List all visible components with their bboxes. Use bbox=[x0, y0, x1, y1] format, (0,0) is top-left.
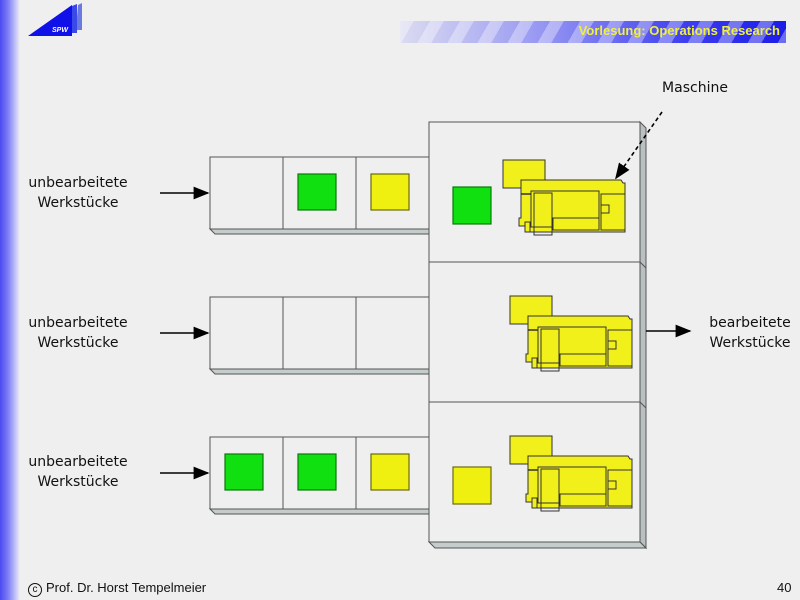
spw-logo: SPW bbox=[28, 3, 82, 36]
left-gradient-bar bbox=[0, 0, 20, 600]
input-label-line-3: unbearbeitete Werkstücke bbox=[18, 452, 138, 492]
machine-button bbox=[607, 340, 617, 350]
buffer-row bbox=[160, 436, 430, 515]
yellow-workpiece bbox=[370, 173, 410, 211]
machine-base bbox=[559, 353, 607, 367]
output-label-line-2: Werkstücke bbox=[709, 335, 791, 351]
machine bbox=[509, 295, 633, 372]
input-label-text-1: unbearbeitete bbox=[28, 454, 128, 470]
lecture-title: Vorlesung: Operations Research bbox=[578, 23, 780, 38]
green-workpiece bbox=[224, 453, 264, 491]
buffer-slot bbox=[282, 296, 357, 370]
green-workpiece-at-machine bbox=[452, 186, 492, 225]
buffer-slot bbox=[209, 156, 284, 230]
output-label-line-1: bearbeitete bbox=[709, 315, 791, 331]
machine-door bbox=[540, 468, 560, 512]
machine bbox=[509, 435, 633, 512]
machine-spindle bbox=[524, 221, 531, 233]
machine-button bbox=[607, 480, 617, 490]
input-label-text-2: Werkstücke bbox=[37, 335, 119, 351]
buffer-shadow bbox=[208, 228, 430, 235]
copyright-icon: c bbox=[28, 583, 42, 597]
output-label: bearbeitete Werkstücke bbox=[690, 313, 800, 353]
machine-spindle bbox=[531, 497, 538, 509]
green-workpiece bbox=[297, 453, 337, 491]
green-workpiece bbox=[297, 173, 337, 211]
logo-text: SPW bbox=[52, 27, 69, 34]
footer-copyright: c Prof. Dr. Horst Tempelmeier bbox=[28, 580, 206, 597]
buffer-slot bbox=[209, 296, 284, 370]
logo-layer-1 bbox=[28, 5, 72, 36]
input-label-text-2: Werkstücke bbox=[37, 195, 119, 211]
machine-door bbox=[533, 192, 553, 236]
page-number: 40 bbox=[777, 580, 792, 595]
machine-base bbox=[552, 217, 600, 231]
input-label-text-1: unbearbeitete bbox=[28, 315, 128, 331]
machine-door bbox=[540, 328, 560, 372]
buffer-slot bbox=[355, 296, 430, 370]
machine-control-box bbox=[607, 329, 633, 367]
buffer-row bbox=[160, 156, 430, 235]
machine-spindle bbox=[531, 357, 538, 369]
buffer-shadow bbox=[208, 368, 430, 375]
logo-layer-3 bbox=[76, 3, 82, 30]
machine-label: Maschine bbox=[662, 80, 728, 96]
header-band: Vorlesung: Operations Research bbox=[400, 21, 786, 43]
buffer-row bbox=[160, 296, 430, 375]
yellow-workpiece bbox=[370, 453, 410, 491]
input-label-text-2: Werkstücke bbox=[37, 474, 119, 490]
yellow-workpiece-at-machine bbox=[452, 466, 492, 505]
input-label-text-1: unbearbeitete bbox=[28, 175, 128, 191]
input-label-line-1: unbearbeitete Werkstücke bbox=[18, 173, 138, 213]
author-name: Prof. Dr. Horst Tempelmeier bbox=[46, 580, 207, 595]
machine-button bbox=[600, 204, 610, 214]
machine-base bbox=[559, 493, 607, 507]
buffer-shadow bbox=[208, 508, 430, 515]
input-label-line-2: unbearbeitete Werkstücke bbox=[18, 313, 138, 353]
machine bbox=[502, 159, 626, 236]
